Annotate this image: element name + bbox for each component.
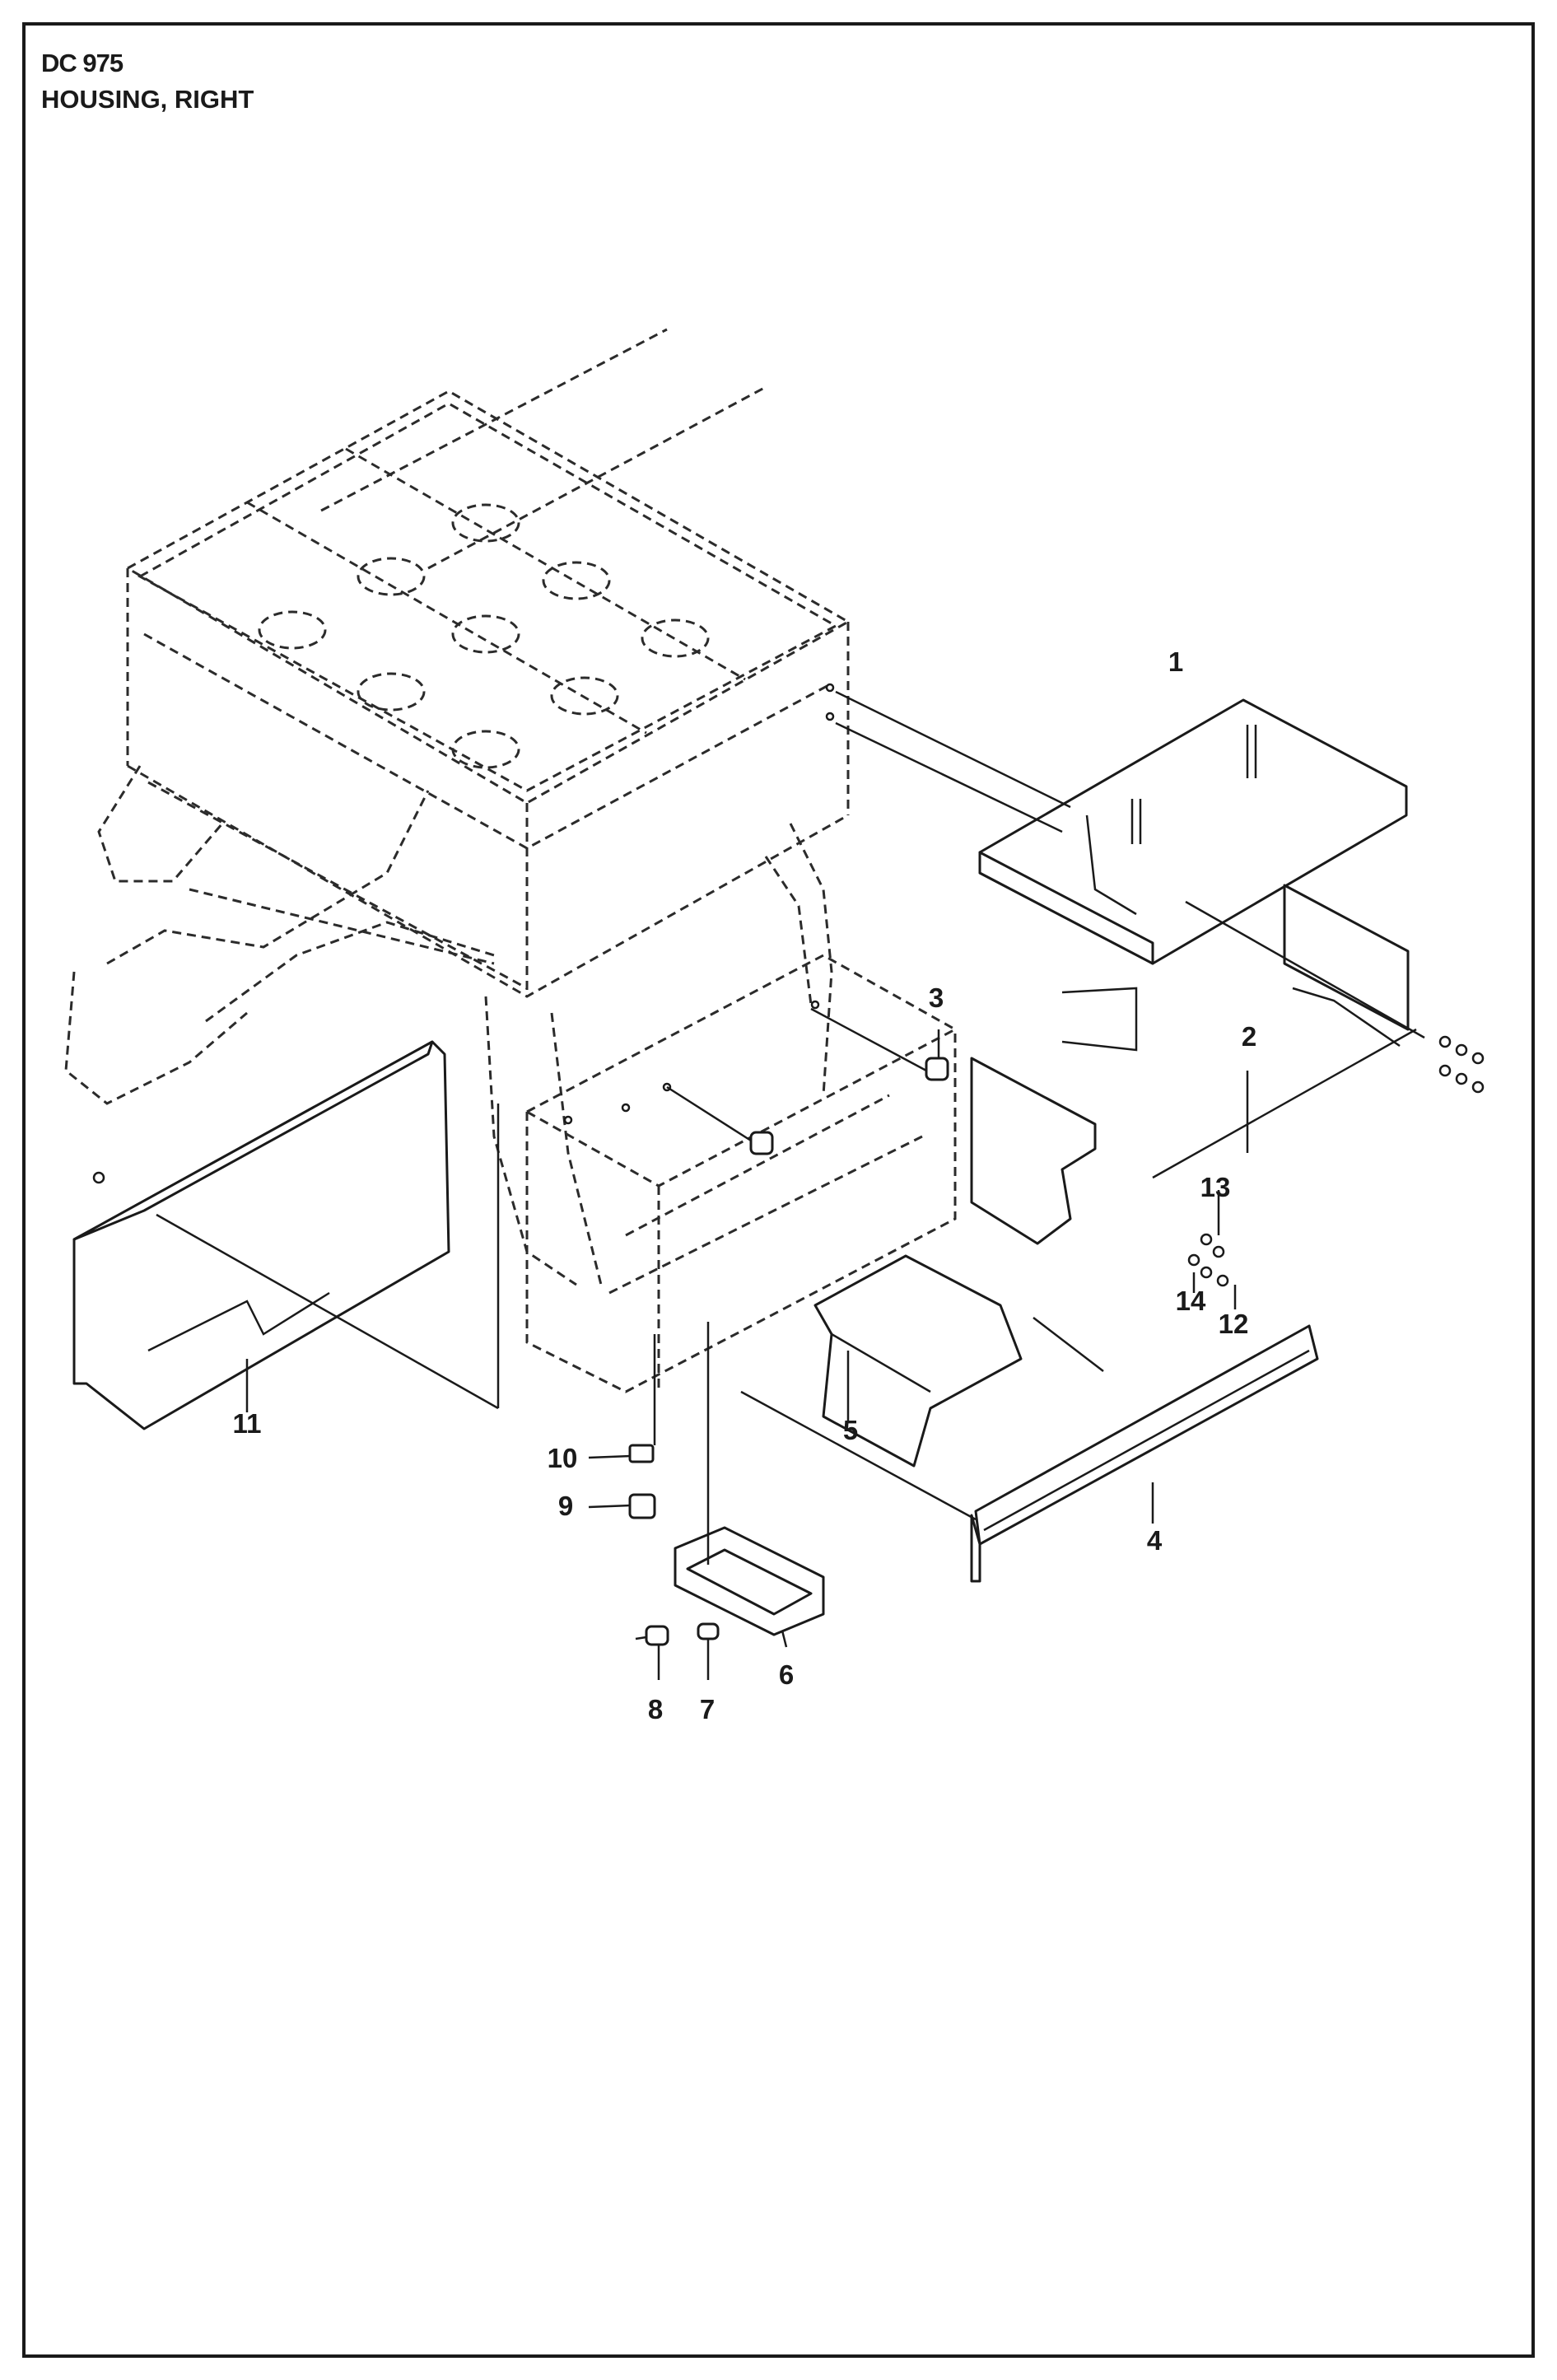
part-2-side-bracket	[970, 884, 1485, 1245]
section-title: HOUSING, RIGHT	[41, 85, 254, 114]
callout-4: 4	[1147, 1525, 1163, 1556]
callout-7: 7	[700, 1694, 715, 1724]
callout-labels: 1 2 3 4 5 6 7 8 9 10 11 12 13 14	[233, 646, 1257, 1724]
callout-9: 9	[558, 1491, 573, 1521]
part-4-perforated-guard	[740, 1324, 1319, 1583]
callout-13: 13	[1200, 1172, 1231, 1202]
part-5-deflector	[813, 1254, 1104, 1468]
part-1-top-cover	[835, 690, 1408, 1052]
part-12-13-14-fasteners	[1187, 1190, 1237, 1309]
callout-14: 14	[1176, 1286, 1206, 1316]
part-6-electrical-box	[674, 1322, 825, 1648]
frame-assembly-dashed	[64, 328, 958, 1393]
callout-10: 10	[548, 1443, 578, 1473]
model-number: DC 975	[41, 49, 124, 77]
callout-8: 8	[648, 1694, 663, 1724]
title-block: DC 975 HOUSING, RIGHT	[41, 45, 254, 118]
callout-2: 2	[1242, 1021, 1256, 1052]
callout-6: 6	[779, 1659, 794, 1690]
callout-12: 12	[1219, 1309, 1249, 1339]
callout-5: 5	[843, 1415, 858, 1445]
callout-11: 11	[233, 1408, 262, 1439]
callout-1: 1	[1168, 646, 1183, 677]
callout-3: 3	[929, 982, 944, 1013]
part-3-rubber-mount	[666, 1007, 949, 1155]
part-7-8-connectors	[635, 1622, 720, 1680]
part-9-10-clamps	[588, 1334, 656, 1519]
part-11-left-panel	[72, 1040, 500, 1430]
page-border	[22, 22, 1535, 2358]
